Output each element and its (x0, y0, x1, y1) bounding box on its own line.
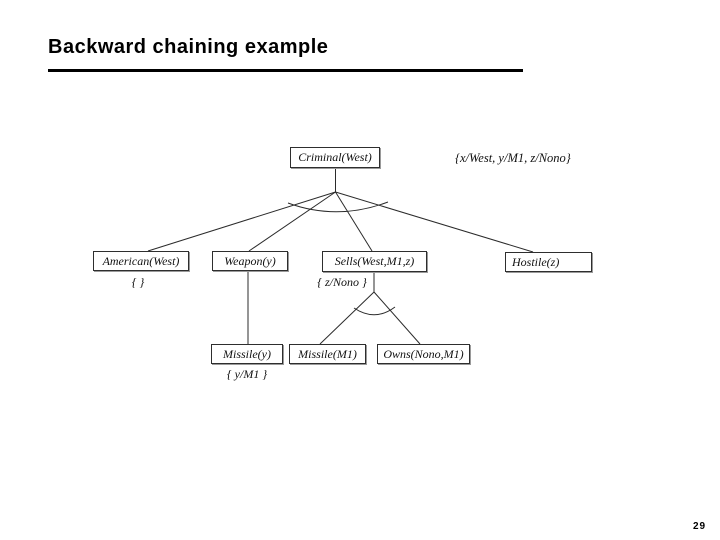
edge-criminal-american (147, 191, 336, 252)
edge-criminal-weapon (248, 191, 336, 252)
edge-sells-missile-m1 (319, 291, 375, 345)
node-hostile-z: Hostile(z) (505, 252, 592, 272)
node-criminal-west: Criminal(West) (290, 147, 380, 168)
node-weapon-y: Weapon(y) (212, 251, 288, 271)
page-number: 29 (693, 521, 707, 532)
edge-criminal-sells (335, 191, 373, 252)
node-missile-m1: Missile(M1) (289, 344, 366, 364)
substitution-missile-y: { y/M1 } (226, 367, 268, 381)
and-arc-root (287, 201, 389, 213)
edge-sells-owns (373, 291, 421, 345)
node-american-west: American(West) (93, 251, 189, 271)
node-sells-west-m1-z: Sells(West,M1,z) (322, 251, 427, 272)
node-owns-nono-m1: Owns(Nono,M1) (377, 344, 470, 364)
node-missile-y: Missile(y) (211, 344, 283, 364)
substitution-annotation: {x/West, y/M1, z/Nono} (455, 151, 571, 165)
page-title: Backward chaining example (48, 36, 329, 58)
edge-criminal-hostile (335, 191, 534, 253)
substitution-sells: { z/Nono } (317, 275, 367, 289)
title-underline (48, 69, 523, 72)
and-arc-sells (353, 306, 396, 316)
substitution-american: { } (131, 275, 145, 289)
